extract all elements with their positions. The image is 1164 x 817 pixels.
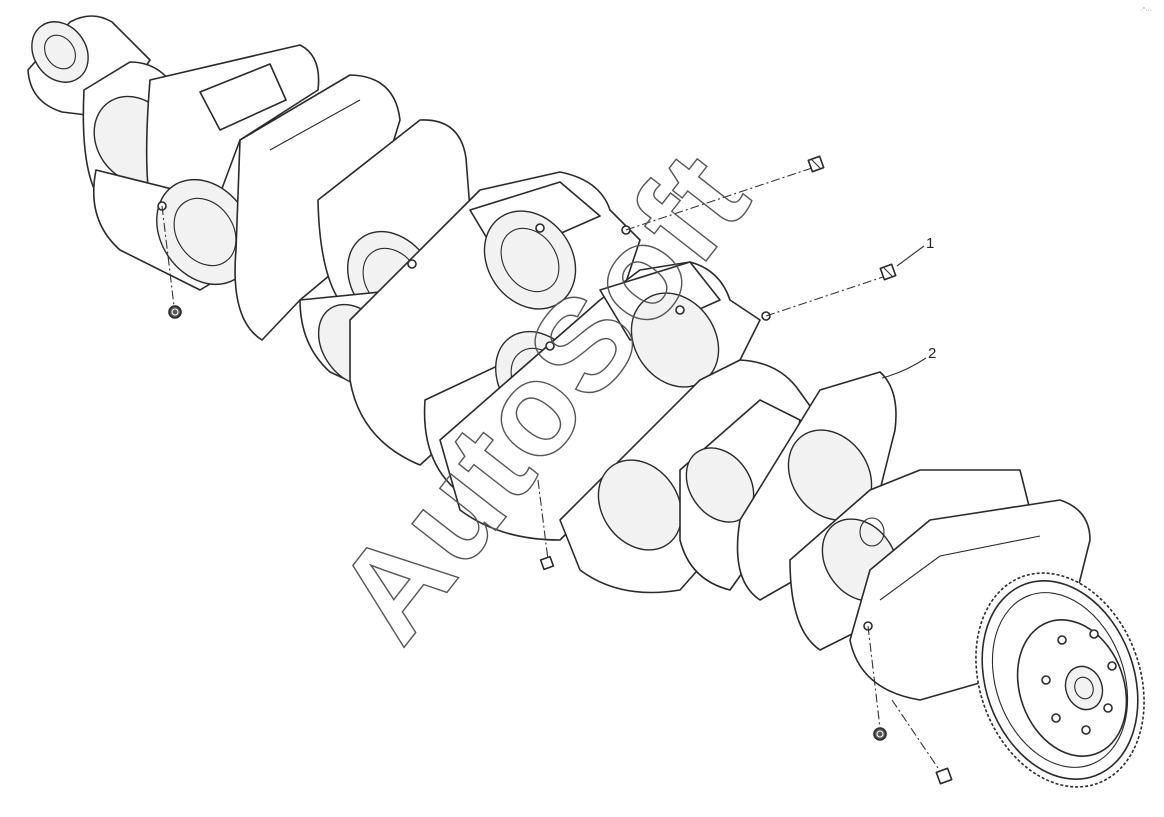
leader-line-1 [896, 245, 925, 267]
crank-web-5 [736, 371, 897, 601]
corner-mark: ·°··· [1140, 6, 1152, 14]
plug-top [807, 155, 825, 173]
leader-line-2 [881, 357, 927, 379]
plug-callout-1 [879, 263, 897, 281]
plug-rear-a [873, 727, 887, 741]
plug-left [168, 305, 182, 319]
callouts: 1 2 [881, 235, 936, 379]
callout-label-2: 2 [928, 345, 936, 362]
callout-label-1: 1 [926, 235, 934, 252]
plug-rear-b [935, 767, 953, 785]
assembly-line-plug-rear-a [867, 625, 881, 729]
oil-plugs [161, 155, 953, 785]
crankshaft [27, 15, 1145, 788]
assembly-line-plug-mid [537, 479, 549, 561]
plug-mid [539, 555, 555, 571]
crank-web-3 [349, 171, 641, 466]
assembly-line-plug-rear-b [891, 699, 943, 775]
assembly-line-plug-top [625, 167, 813, 231]
assembly-line-plug-1 [765, 275, 887, 317]
crank-web-4 [439, 261, 761, 541]
flange-hub [1016, 619, 1128, 757]
